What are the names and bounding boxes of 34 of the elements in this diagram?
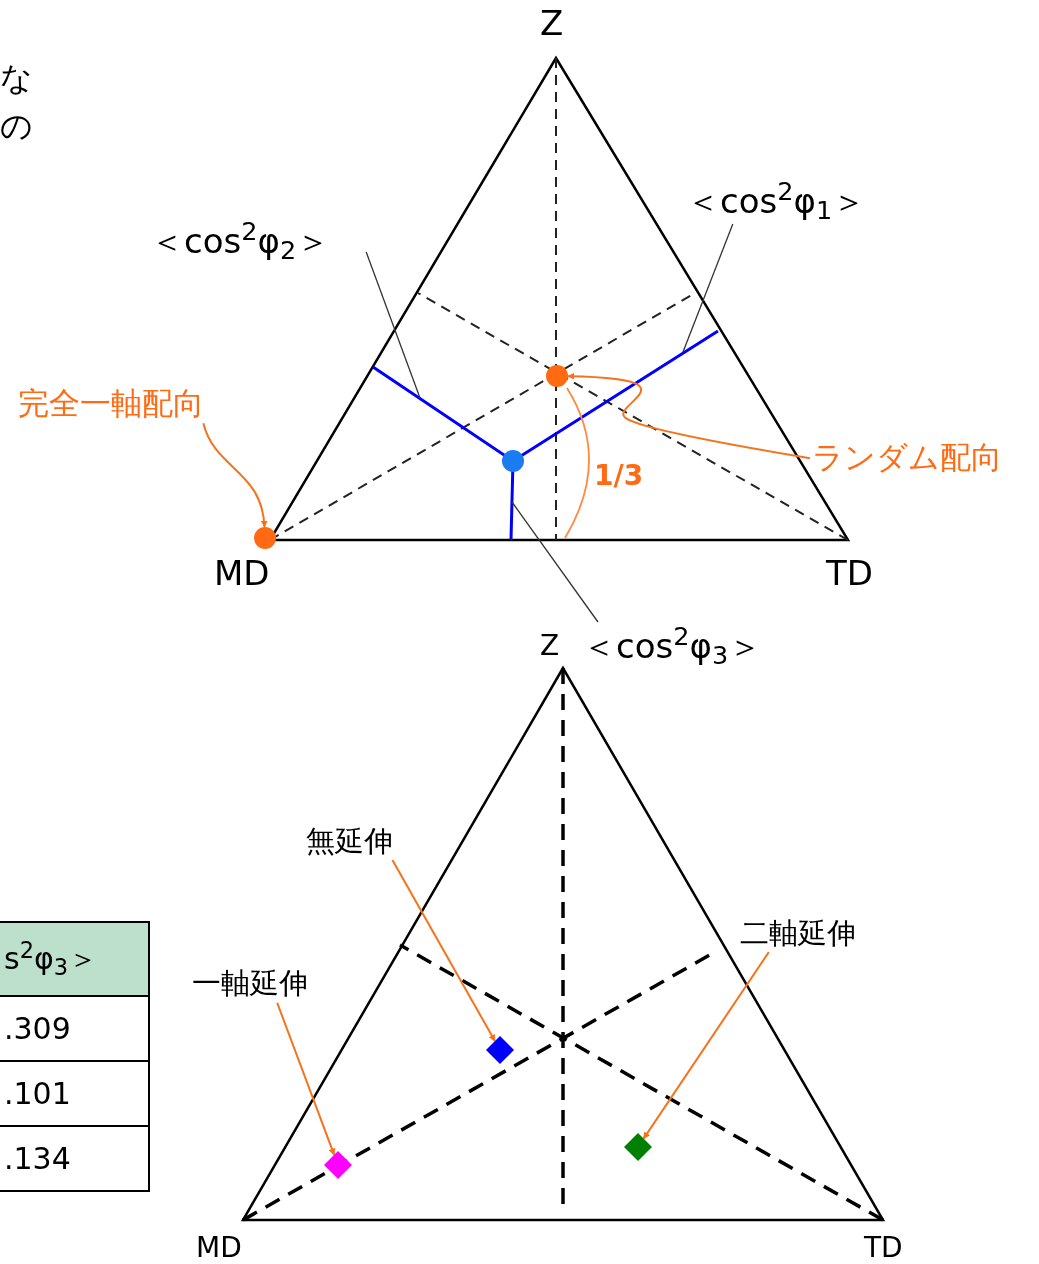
vertex-label: Z	[540, 632, 560, 660]
vertex-label: MD	[196, 1234, 242, 1262]
annotation-text: ランダム配向	[812, 441, 1002, 473]
annotation-text: 無延伸	[306, 826, 393, 856]
curved-arrow	[202, 422, 268, 528]
axis-label: ＜cos$^{2}$φ$_{2}$＞	[150, 224, 331, 258]
axis-label: ＜cos$^{2}$φ$_{1}$＞	[686, 184, 867, 218]
vertex-label: TD	[826, 556, 873, 590]
orientation-dot	[546, 365, 568, 387]
arrow	[276, 1001, 336, 1156]
arrow	[642, 951, 770, 1140]
leader-line	[365, 251, 421, 399]
vertex-label: MD	[214, 556, 270, 590]
vertex-label: TD	[864, 1234, 903, 1262]
curved-arrow	[567, 372, 811, 460]
annotation-text: 一軸延伸	[192, 968, 308, 998]
leader-line	[511, 501, 599, 623]
ratio-label: 1/3	[594, 462, 644, 490]
vertex-label: Z	[540, 6, 564, 40]
data-point-diamond	[324, 1151, 352, 1179]
data-point-diamond	[624, 1133, 652, 1161]
orientation-dot	[254, 527, 276, 549]
text-fragment: の	[0, 110, 33, 142]
table-cell: .134	[4, 1143, 71, 1174]
table-cell: .309	[4, 1013, 71, 1044]
axis-label: ＜cos$^{2}$φ$_{3}$＞	[582, 629, 763, 663]
text-fragment: な	[0, 62, 33, 94]
annotation-text: 二軸延伸	[740, 918, 856, 948]
data-point-diamond	[486, 1036, 514, 1064]
table-cell: .101	[4, 1078, 71, 1109]
annotation-text: 完全一軸配向	[18, 387, 204, 419]
orientation-dot	[502, 450, 524, 472]
arrow	[391, 859, 496, 1043]
leader-line	[682, 223, 734, 353]
